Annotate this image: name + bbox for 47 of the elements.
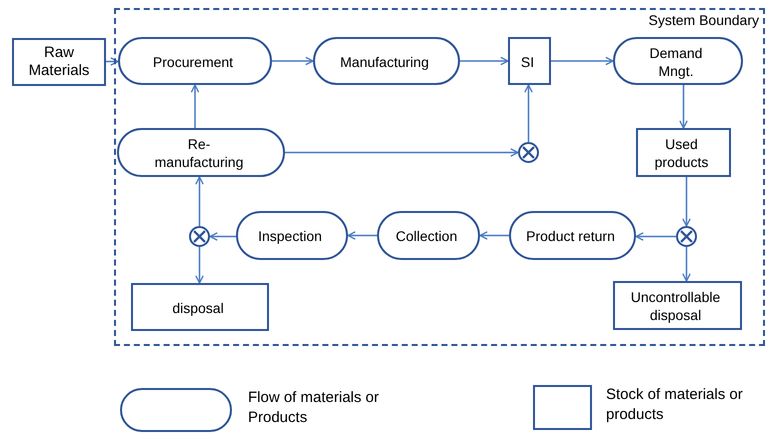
node-label: Product return: [526, 227, 615, 245]
node-label: Manufacturing: [340, 52, 429, 70]
flow-box: [313, 37, 460, 85]
node-label: Used products: [654, 135, 710, 171]
node-label: Demand Mngt.: [648, 44, 704, 80]
stock-box: [613, 281, 742, 330]
arrow: [285, 148, 519, 157]
arrow: [682, 247, 691, 282]
flow-box: [377, 211, 480, 260]
flow-box: [613, 37, 743, 85]
stock-box: [508, 37, 551, 85]
boundary-label: System Boundary: [648, 11, 759, 29]
node-label: Inspection: [258, 227, 322, 245]
junction-circle: [189, 226, 210, 247]
arrow: [551, 56, 614, 66]
arrow: [195, 247, 204, 284]
node-label: Raw Materials: [28, 44, 90, 80]
node-label: Collection: [396, 227, 458, 245]
arrow: [195, 176, 204, 226]
legend-label: Flow of materials or Products: [248, 388, 380, 428]
node-label: Uncontrollable disposal: [630, 288, 722, 324]
node-label: Re- manufacturing: [154, 135, 244, 171]
node-label: SI: [520, 52, 534, 70]
arrow: [524, 84, 533, 142]
junction-circle: [518, 142, 539, 163]
node-label: Procurement: [152, 52, 234, 70]
node-label: disposal: [172, 298, 224, 316]
arrow: [347, 231, 377, 240]
arrow: [460, 56, 509, 66]
flow-box: [117, 128, 285, 177]
stock-box: [636, 128, 731, 177]
arrow: [190, 84, 200, 128]
arrow: [479, 231, 509, 240]
junction-circle: [676, 226, 697, 247]
system-boundary: [114, 8, 765, 346]
flow-box: [118, 37, 272, 85]
arrow: [682, 177, 691, 227]
arrow: [209, 232, 236, 241]
flow-box: [509, 211, 636, 260]
legend-label: Stock of materials or products: [606, 385, 744, 425]
flow-box: [236, 211, 348, 260]
arrow: [635, 232, 676, 241]
arrow: [679, 85, 688, 129]
stock-box: [12, 38, 106, 86]
arrow: [272, 56, 314, 66]
stock-box: [131, 283, 269, 331]
arrow: [106, 57, 119, 66]
